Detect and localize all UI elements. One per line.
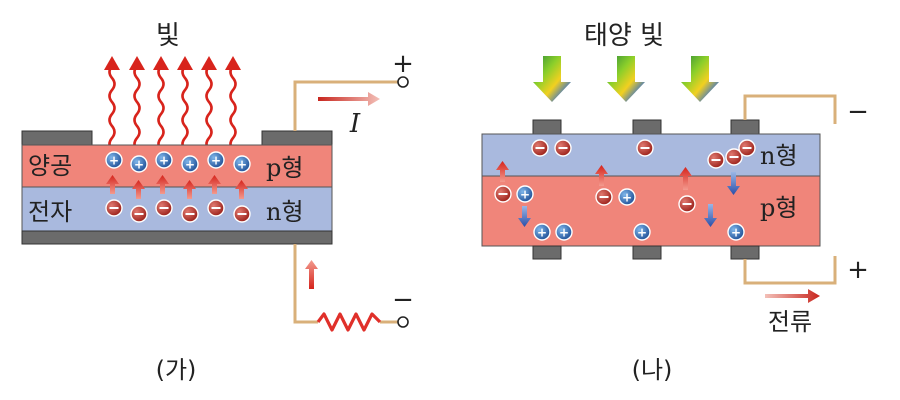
sunlight-label: 태양 빛 <box>584 21 664 51</box>
svg-text:+: + <box>237 158 247 172</box>
bottom-electrode <box>21 230 333 245</box>
current-arrow-top <box>318 92 380 106</box>
hole: + <box>207 151 225 169</box>
p-layer <box>21 144 333 188</box>
electron <box>707 151 725 169</box>
current-arrow-right <box>765 289 820 303</box>
caption-na: (나) <box>632 356 673 384</box>
svg-text:+: + <box>185 158 195 172</box>
light-ray <box>181 65 189 151</box>
wire-top <box>293 80 400 131</box>
sunlight-arrows <box>533 56 719 102</box>
hole: + <box>727 223 745 241</box>
light-ray <box>205 65 213 151</box>
electron <box>155 199 173 217</box>
electrons-right <box>494 139 756 213</box>
wire-bottom-right <box>743 256 837 285</box>
caption-ga: (가) <box>156 356 197 384</box>
solar-cell-diagram: 태양 빛 n형 p형 <box>481 21 869 384</box>
svg-text:+: + <box>159 154 169 168</box>
plus-sign-right: + <box>847 255 869 285</box>
current-symbol: I <box>349 109 361 139</box>
top-electrode <box>632 119 662 135</box>
svg-text:+: + <box>109 154 119 168</box>
sunlight-arrow <box>681 56 719 102</box>
light-ray <box>133 65 141 151</box>
minus-sign-right: − <box>847 97 869 127</box>
wire-bottom <box>293 244 318 324</box>
bottom-electrode <box>532 245 562 260</box>
top-electrode <box>730 119 760 135</box>
top-electrode-left <box>21 130 93 146</box>
p-type-label: p형 <box>266 154 303 182</box>
light-ray <box>157 65 165 151</box>
hole-arrows-down <box>518 172 740 227</box>
holes-right: + + + + + + <box>516 185 745 241</box>
hole: + <box>105 151 123 169</box>
electron <box>130 205 148 223</box>
electron-label: 전자 <box>28 198 72 226</box>
top-electrode-right <box>261 130 333 146</box>
electron <box>494 185 512 203</box>
hole: + <box>130 155 148 173</box>
bottom-electrode <box>730 245 760 260</box>
top-electrode <box>532 119 562 135</box>
electron <box>531 139 549 157</box>
hole: + <box>233 155 251 173</box>
hole: + <box>181 155 199 173</box>
current-label: 전류 <box>768 308 812 336</box>
electron <box>636 139 654 157</box>
electron <box>105 199 123 217</box>
svg-text:+: + <box>211 154 221 168</box>
svg-text:+: + <box>520 188 530 202</box>
bottom-electrode <box>632 245 662 260</box>
light-label: 빛 <box>156 21 180 51</box>
resistor <box>316 312 382 332</box>
electron <box>738 139 756 157</box>
electron <box>595 188 613 206</box>
light-ray-heads <box>104 56 241 70</box>
electron <box>181 205 199 223</box>
minus-sign-left: − <box>392 285 414 315</box>
svg-text:+: + <box>559 226 569 240</box>
terminal-minus <box>397 316 409 328</box>
junction-arrows-left <box>106 175 248 199</box>
electrons-left <box>105 199 251 223</box>
light-rays <box>108 65 237 151</box>
hole: + <box>633 223 651 241</box>
light-ray <box>108 65 116 151</box>
p-type-label-right: p형 <box>760 194 797 222</box>
svg-text:+: + <box>134 158 144 172</box>
n-type-label: n형 <box>266 198 304 226</box>
plus-sign-left: + <box>392 49 414 79</box>
electron <box>554 139 572 157</box>
holes-left: + + + + + + <box>105 151 251 173</box>
electron <box>678 195 696 213</box>
hole: + <box>555 223 573 241</box>
electron <box>725 148 743 166</box>
light-ray <box>229 65 237 151</box>
n-type-label-right: n형 <box>760 142 798 170</box>
hole: + <box>618 188 636 206</box>
hole: + <box>533 223 551 241</box>
electron-arrows-up <box>496 161 692 190</box>
wire-top-right <box>743 94 837 124</box>
hole: + <box>155 151 173 169</box>
svg-text:+: + <box>622 191 632 205</box>
electron <box>233 205 251 223</box>
hole: + <box>516 185 534 203</box>
sunlight-arrow <box>607 56 645 102</box>
hole-label: 양공 <box>28 152 72 180</box>
led-diagram: 빛 양공 전자 p형 n형 <box>21 21 414 384</box>
svg-text:+: + <box>537 226 547 240</box>
electron <box>207 199 225 217</box>
svg-text:+: + <box>731 226 741 240</box>
sunlight-arrow <box>533 56 571 102</box>
svg-text:+: + <box>637 226 647 240</box>
n-layer <box>21 186 333 232</box>
terminal-plus <box>397 76 409 88</box>
current-arrow-down <box>305 260 318 289</box>
